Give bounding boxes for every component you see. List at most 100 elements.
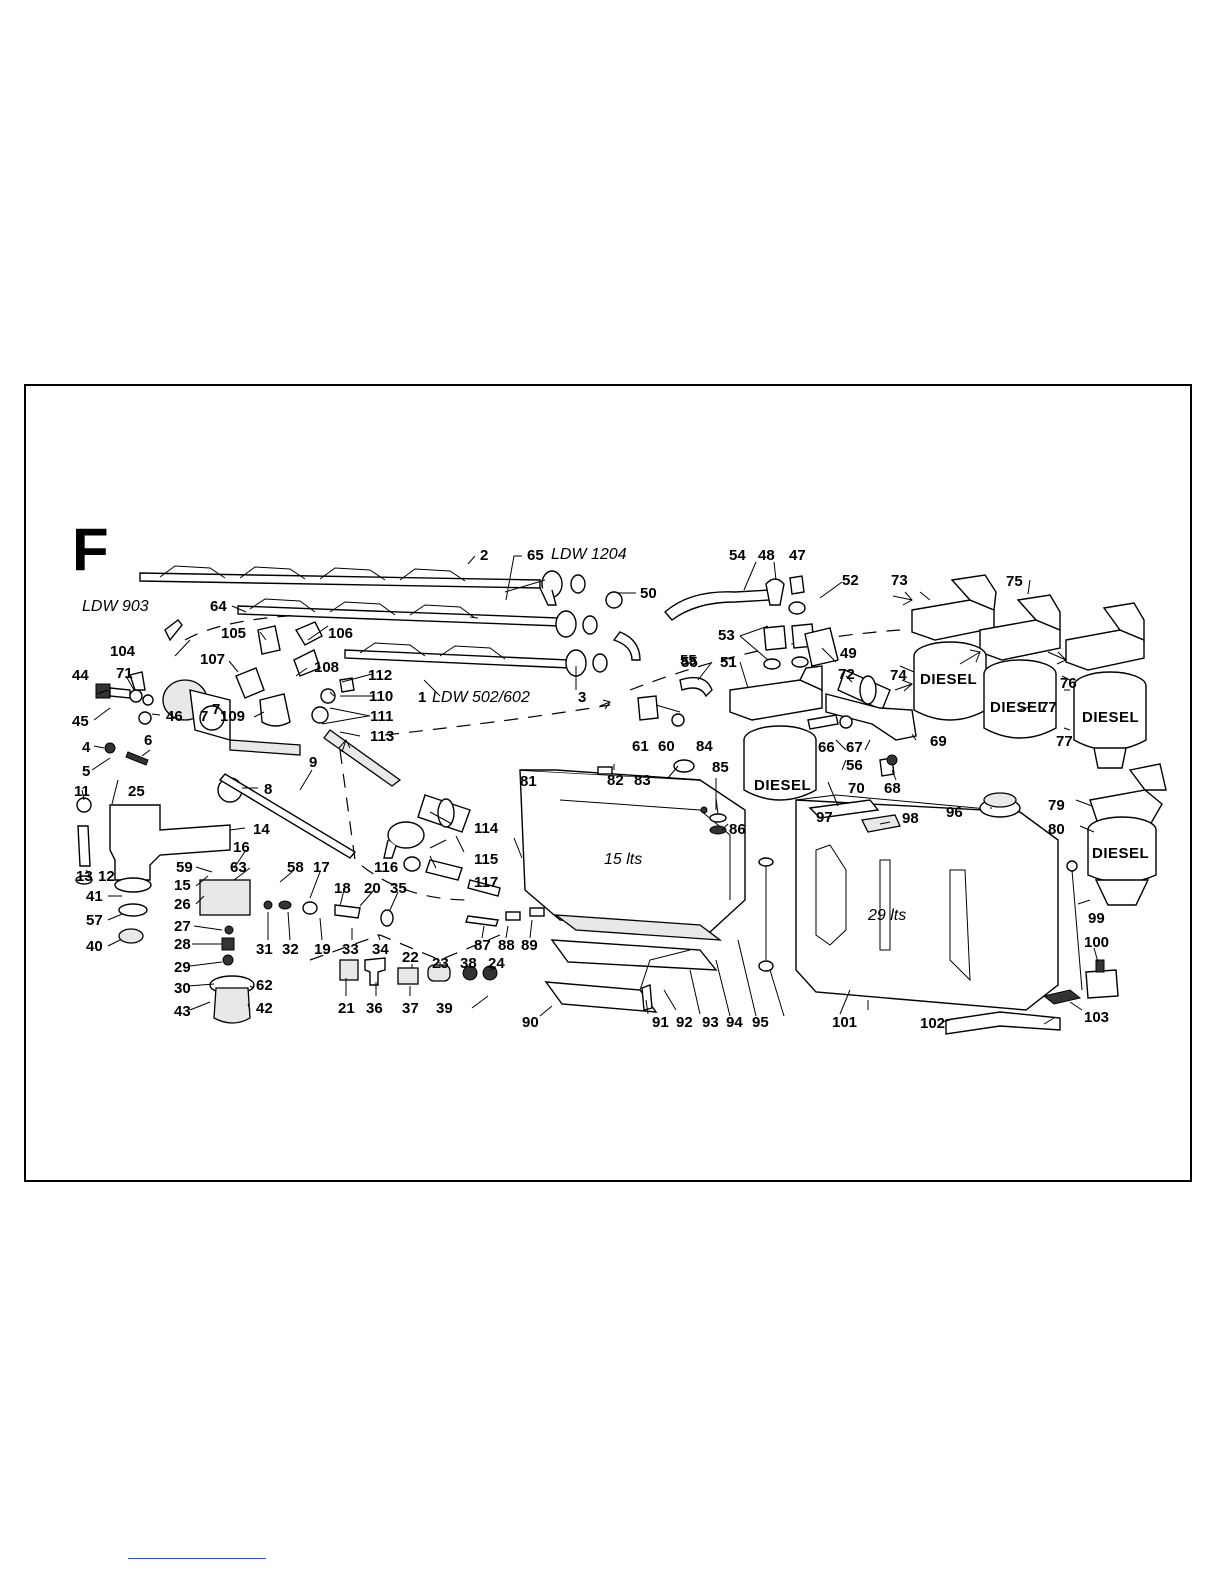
callout: 4 bbox=[82, 739, 91, 756]
callout: 69 bbox=[930, 733, 947, 750]
callout: 22 bbox=[402, 949, 419, 966]
callout: 116 bbox=[374, 859, 398, 876]
callout: 56 bbox=[846, 757, 863, 774]
filter-80-label: DIESEL bbox=[1092, 845, 1149, 862]
callout: 13 bbox=[76, 868, 93, 885]
callout: 92 bbox=[676, 1014, 693, 1031]
fitting-87 bbox=[465, 915, 499, 927]
callout: 11 bbox=[74, 783, 90, 800]
inline-filter-114 bbox=[417, 794, 471, 833]
injection-pipe-assembly-1204 bbox=[139, 565, 586, 606]
callout: 93 bbox=[702, 1014, 719, 1031]
fuel-hose-short bbox=[612, 631, 641, 661]
callout: 95 bbox=[752, 1014, 769, 1031]
fuel-tank-29-lts: 29 lts bbox=[795, 794, 1059, 1011]
callout: 3 bbox=[578, 689, 586, 706]
page-link-underline bbox=[128, 1558, 266, 1559]
callout: 91 bbox=[652, 1014, 669, 1031]
callout: 107 bbox=[200, 651, 225, 668]
routing-line-4 bbox=[339, 749, 471, 901]
callout: 42 bbox=[256, 1000, 273, 1017]
callout: 77 bbox=[1056, 733, 1073, 750]
rod-99 bbox=[1066, 860, 1083, 991]
callout: 14 bbox=[253, 821, 270, 838]
callout: 103 bbox=[1084, 1009, 1109, 1026]
fuel-filter-78: DIESEL bbox=[1073, 671, 1147, 769]
fuel-filter-77: DIESEL bbox=[983, 659, 1057, 739]
callout: 87 bbox=[474, 937, 491, 954]
callout: 75 bbox=[1006, 573, 1023, 590]
bushing-117 bbox=[425, 859, 463, 881]
fuel-tank-15-lts: 15 lts bbox=[519, 759, 746, 933]
label-ldw1204: LDW 1204 bbox=[551, 546, 627, 563]
callout: 40 bbox=[86, 938, 103, 955]
mount-100 bbox=[1085, 959, 1119, 999]
washer-86 bbox=[709, 825, 727, 835]
callout: 26 bbox=[174, 896, 191, 913]
callout: 7 bbox=[200, 708, 208, 725]
callout: 12 bbox=[98, 868, 115, 885]
callout: 61 bbox=[632, 738, 649, 755]
callout: 15 bbox=[174, 877, 191, 894]
callout: 5 bbox=[82, 763, 90, 780]
callout: 7 bbox=[212, 701, 220, 718]
bracket-69 bbox=[825, 693, 917, 741]
cap-96 bbox=[979, 792, 1021, 818]
bolt-66 bbox=[807, 714, 839, 730]
callout: 108 bbox=[314, 659, 339, 676]
callout: 98 bbox=[902, 810, 919, 827]
callout: 2 bbox=[480, 547, 488, 564]
callout: 101 bbox=[832, 1014, 857, 1031]
callout: 58 bbox=[287, 859, 304, 876]
callout: 114 bbox=[474, 820, 499, 837]
callout: 96 bbox=[946, 804, 963, 821]
callout: 83 bbox=[634, 772, 651, 789]
callout: 28 bbox=[174, 936, 191, 953]
callout: 97 bbox=[816, 809, 833, 826]
routing-line-1 bbox=[184, 614, 301, 641]
callout: 32 bbox=[282, 941, 299, 958]
pump-small-parts bbox=[199, 879, 498, 1024]
label-ldw502: LDW 502/602 bbox=[432, 689, 530, 706]
pad-103 bbox=[1042, 989, 1082, 1005]
fitting-113-end bbox=[467, 879, 501, 897]
callout: 104 bbox=[110, 643, 136, 660]
fitting-89 bbox=[529, 907, 545, 917]
callout: 89 bbox=[521, 937, 538, 954]
callout: 27 bbox=[174, 918, 191, 935]
callout: 112 bbox=[368, 667, 392, 684]
callout: 43 bbox=[174, 1003, 191, 1020]
callout: 44 bbox=[72, 667, 89, 684]
callout: 111 bbox=[370, 708, 393, 725]
fuel-hose-54 bbox=[664, 589, 771, 621]
section-letter: F bbox=[72, 516, 109, 583]
fuel-hose-7 bbox=[229, 739, 301, 756]
callout: 47 bbox=[789, 547, 806, 564]
callout: 52 bbox=[842, 572, 859, 589]
callout: 72 bbox=[838, 666, 855, 683]
callout: 110 bbox=[369, 688, 393, 705]
filter-head-51 bbox=[729, 665, 823, 721]
fittings-47-53 bbox=[605, 575, 839, 670]
callout: 66 bbox=[818, 739, 835, 756]
callout: 50 bbox=[640, 585, 657, 602]
callout: 53 bbox=[718, 627, 735, 644]
callout: 34 bbox=[372, 941, 389, 958]
callout: 84 bbox=[696, 738, 713, 755]
flow-arrows bbox=[338, 591, 1067, 753]
injection-pipe-assembly-903 bbox=[237, 598, 598, 638]
callout: 60 bbox=[658, 738, 675, 755]
callout: 33 bbox=[342, 941, 359, 958]
callout: 81 bbox=[520, 773, 537, 790]
callout: 54 bbox=[729, 547, 746, 564]
callout: 17 bbox=[313, 859, 330, 876]
callout: 49 bbox=[840, 645, 857, 662]
callout: 94 bbox=[726, 1014, 743, 1031]
screw-84 bbox=[700, 806, 708, 814]
callout: 62 bbox=[256, 977, 273, 994]
washer-85 bbox=[709, 813, 727, 823]
callout: 39 bbox=[436, 1000, 453, 1017]
callout: 102 bbox=[920, 1015, 945, 1032]
callout: 18 bbox=[334, 880, 351, 897]
